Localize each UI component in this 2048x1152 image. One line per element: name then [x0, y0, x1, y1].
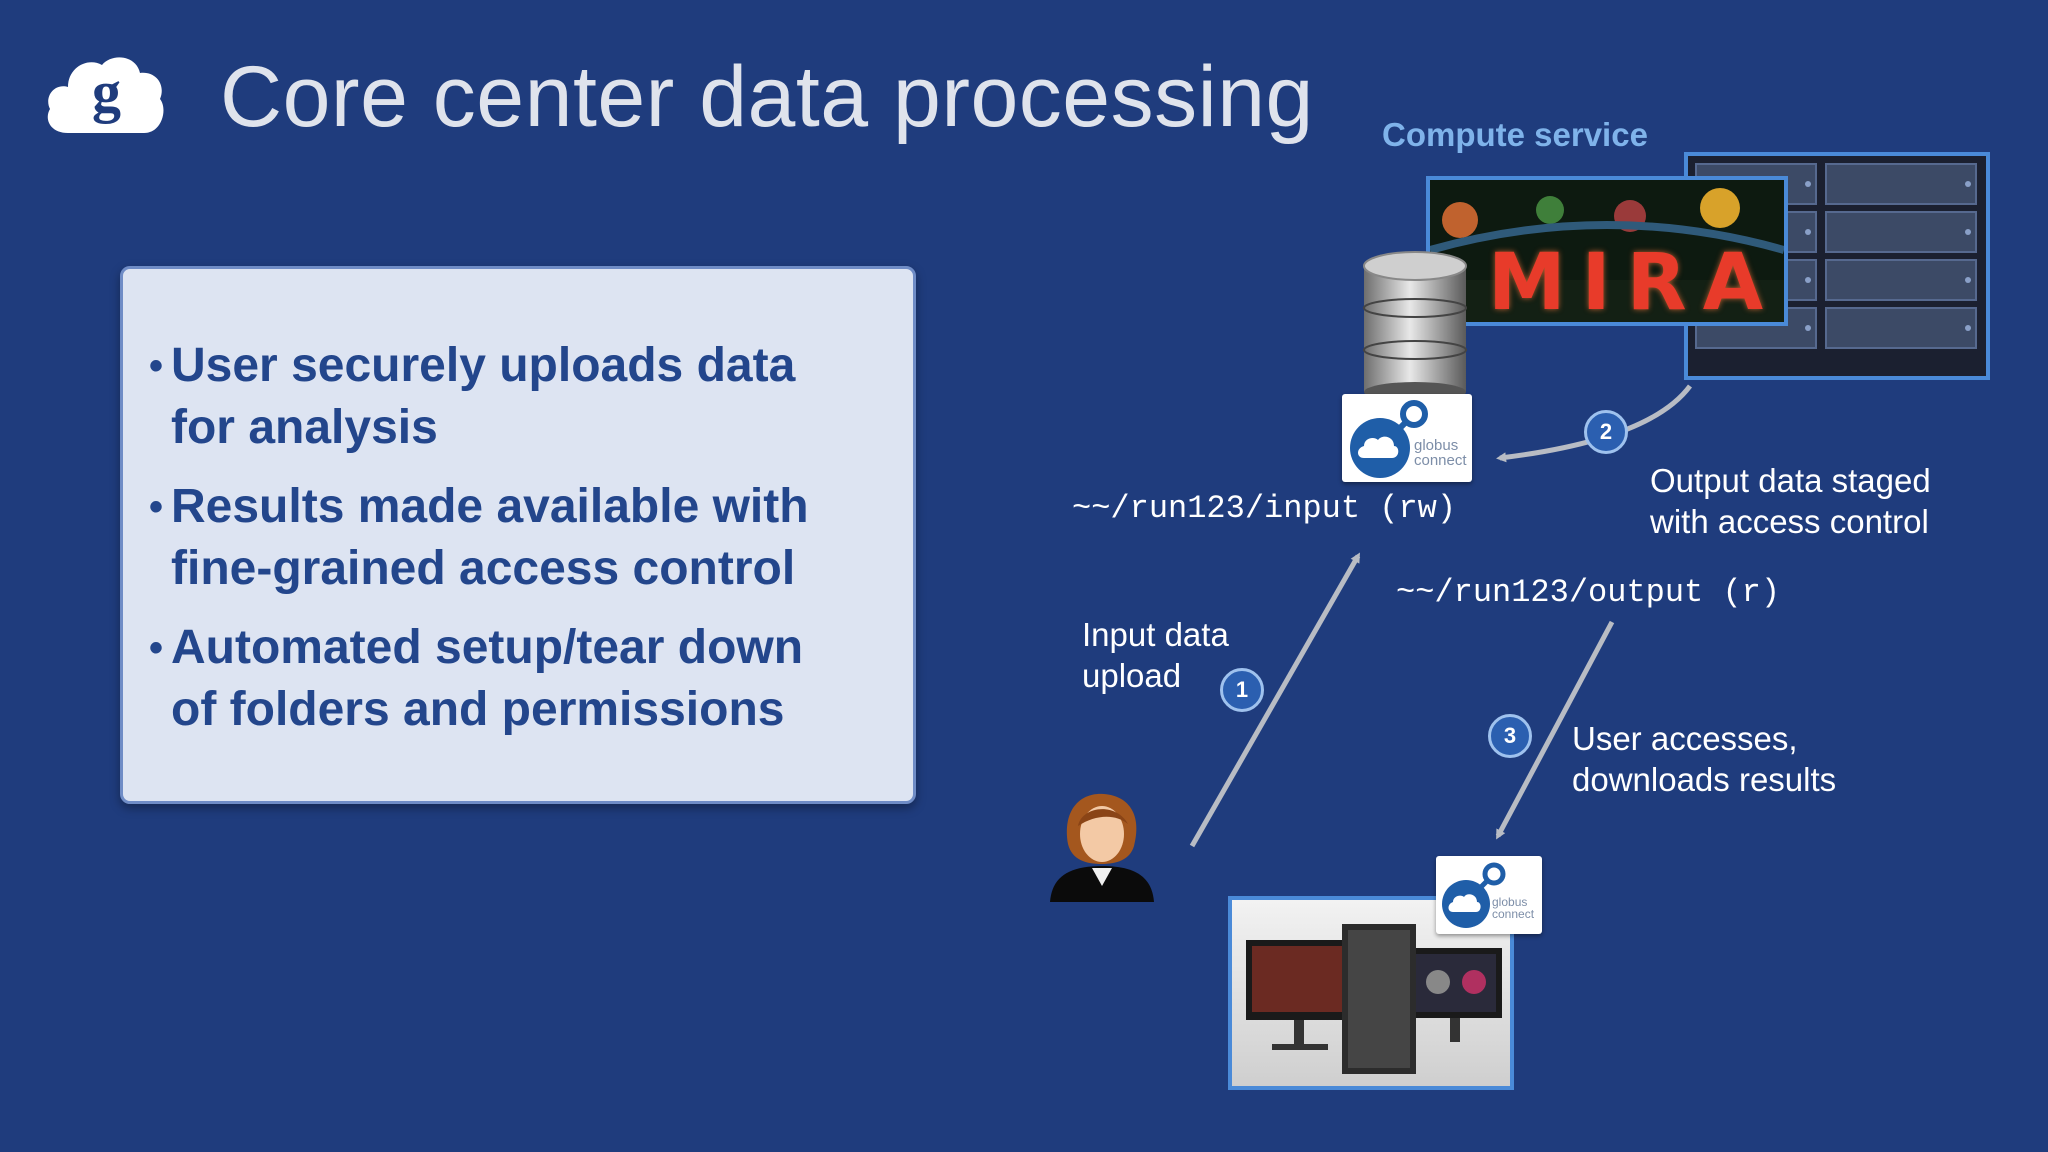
svg-text:g: g [92, 59, 121, 124]
step1-badge: 1 [1220, 668, 1264, 712]
step3-badge: 3 [1488, 714, 1532, 758]
mira-label: MIRA [1488, 238, 1780, 326]
user-icon [1050, 793, 1154, 902]
slide-title: Core center data processing [220, 49, 1314, 145]
caption-line: with access control [1650, 503, 1929, 540]
bullet-dot: • [149, 485, 164, 529]
bullet-dot: • [149, 344, 164, 388]
step2-caption: Output data staged with access control [1650, 460, 1980, 542]
caption-line: Input data [1082, 616, 1229, 653]
caption-line: Output data staged [1650, 462, 1931, 499]
connect-word: connect [1492, 907, 1535, 921]
upload-arrow [1189, 552, 1361, 848]
workstation-image [1228, 896, 1514, 1090]
globus-word: globus [1492, 895, 1528, 909]
bullet-line: fine-grained access control [171, 542, 796, 595]
bullet-line: Results made available with [171, 480, 809, 533]
mira-supercomputer-image: MIRA [1426, 176, 1788, 326]
caption-line: upload [1082, 657, 1182, 694]
output-path-label: ~~/run123/output (r) [1396, 574, 1781, 611]
bullet-line: for analysis [171, 401, 438, 454]
connect-word: connect [1414, 452, 1467, 469]
input-path-label: ~~/run123/input (rw) [1072, 490, 1457, 527]
caption-line: downloads results [1572, 761, 1837, 798]
bullet-item: • User securely uploads data for analysi… [149, 335, 911, 459]
step2-badge: 2 [1584, 410, 1628, 454]
bullet-line: of folders and permissions [171, 683, 785, 736]
compute-service-label: Compute service [1382, 116, 1648, 153]
bullet-line: Automated setup/tear down [171, 621, 804, 674]
globus-cloud-logo: g [47, 57, 164, 133]
database-icon [1363, 251, 1467, 400]
globus-connect-logo: globus connect [1342, 394, 1472, 482]
bullet-item: • Results made available with fine-grain… [149, 476, 911, 600]
bullet-list-panel: • User securely uploads data for analysi… [120, 266, 916, 804]
step1-caption: Input data upload [1082, 614, 1302, 696]
step3-caption: User accesses, downloads results [1572, 718, 1902, 800]
bullet-line: User securely uploads data [171, 339, 796, 392]
caption-line: User accesses, [1572, 720, 1798, 757]
globus-connect-logo: globus connect [1436, 856, 1542, 934]
bullet-dot: • [149, 626, 164, 670]
bullet-item: • Automated setup/tear down of folders a… [149, 617, 911, 741]
globus-word: globus [1414, 437, 1459, 454]
